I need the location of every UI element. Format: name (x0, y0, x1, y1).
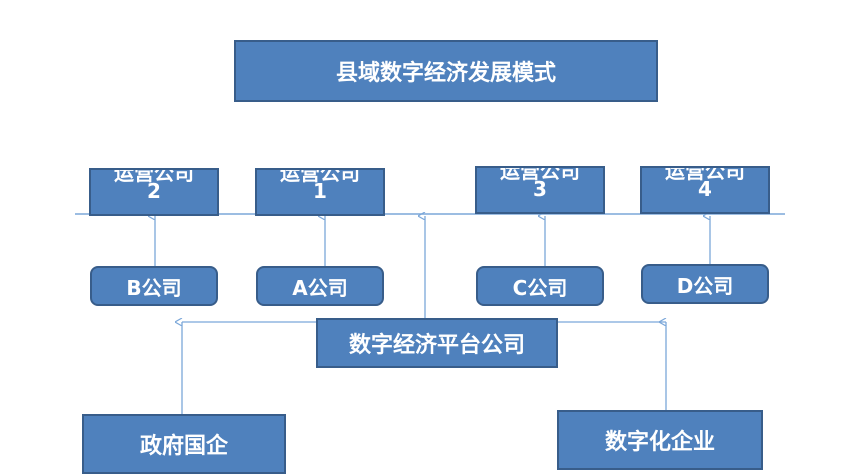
company-a: A公司 (256, 266, 384, 306)
operator-num: 1 (313, 179, 327, 203)
digital-enterprise-box: 数字化企业 (557, 410, 763, 470)
operator-label: 运营公司 (500, 166, 580, 183)
company-b: B公司 (90, 266, 218, 306)
diagram-title: 县域数字经济发展模式 (234, 40, 658, 102)
operator-num: 3 (533, 177, 547, 201)
operator-label: 运营公司 (114, 168, 194, 185)
company-c: C公司 (476, 266, 604, 306)
operator-label: 运营公司 (665, 166, 745, 183)
gov-soe-box: 政府国企 (82, 414, 286, 474)
operator-num: 4 (698, 177, 712, 201)
platform-company: 数字经济平台公司 (316, 318, 558, 368)
company-d: D公司 (641, 264, 769, 304)
operator-label: 运营公司 (280, 168, 360, 185)
operator-num: 2 (147, 179, 161, 203)
